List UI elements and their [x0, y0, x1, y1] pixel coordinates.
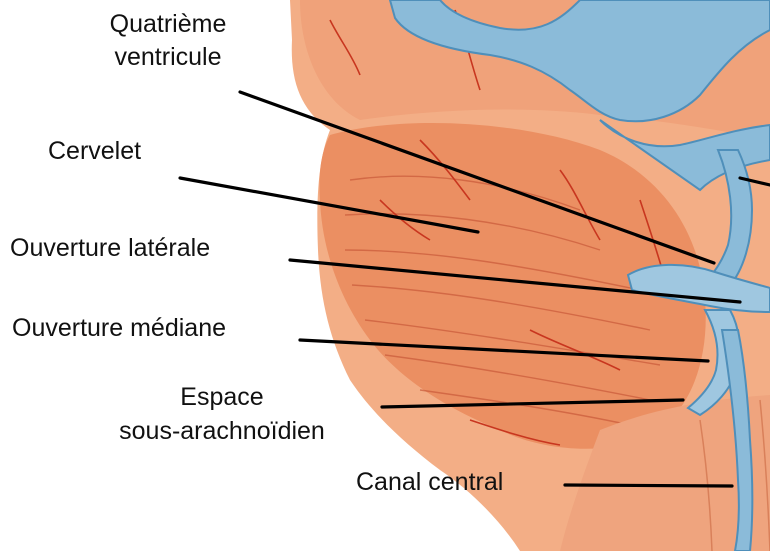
label-espace-line1: Espace [102, 383, 342, 412]
label-ouverture-laterale: Ouverture latérale [10, 234, 210, 263]
label-quatrieme-line1: Quatrième [88, 10, 248, 39]
label-espace-sous-arachnoidien: Espace sous-arachnoïdien [102, 383, 342, 446]
label-quatrieme-ventricule: Quatrième ventricule [88, 10, 248, 72]
label-espace-line2: sous-arachnoïdien [102, 417, 342, 446]
label-quatrieme-line2: ventricule [88, 43, 248, 72]
label-ouverture-mediane: Ouverture médiane [12, 314, 226, 343]
leader-canal-central [565, 485, 732, 486]
label-cervelet: Cervelet [48, 137, 141, 166]
label-canal-central: Canal central [356, 468, 503, 497]
